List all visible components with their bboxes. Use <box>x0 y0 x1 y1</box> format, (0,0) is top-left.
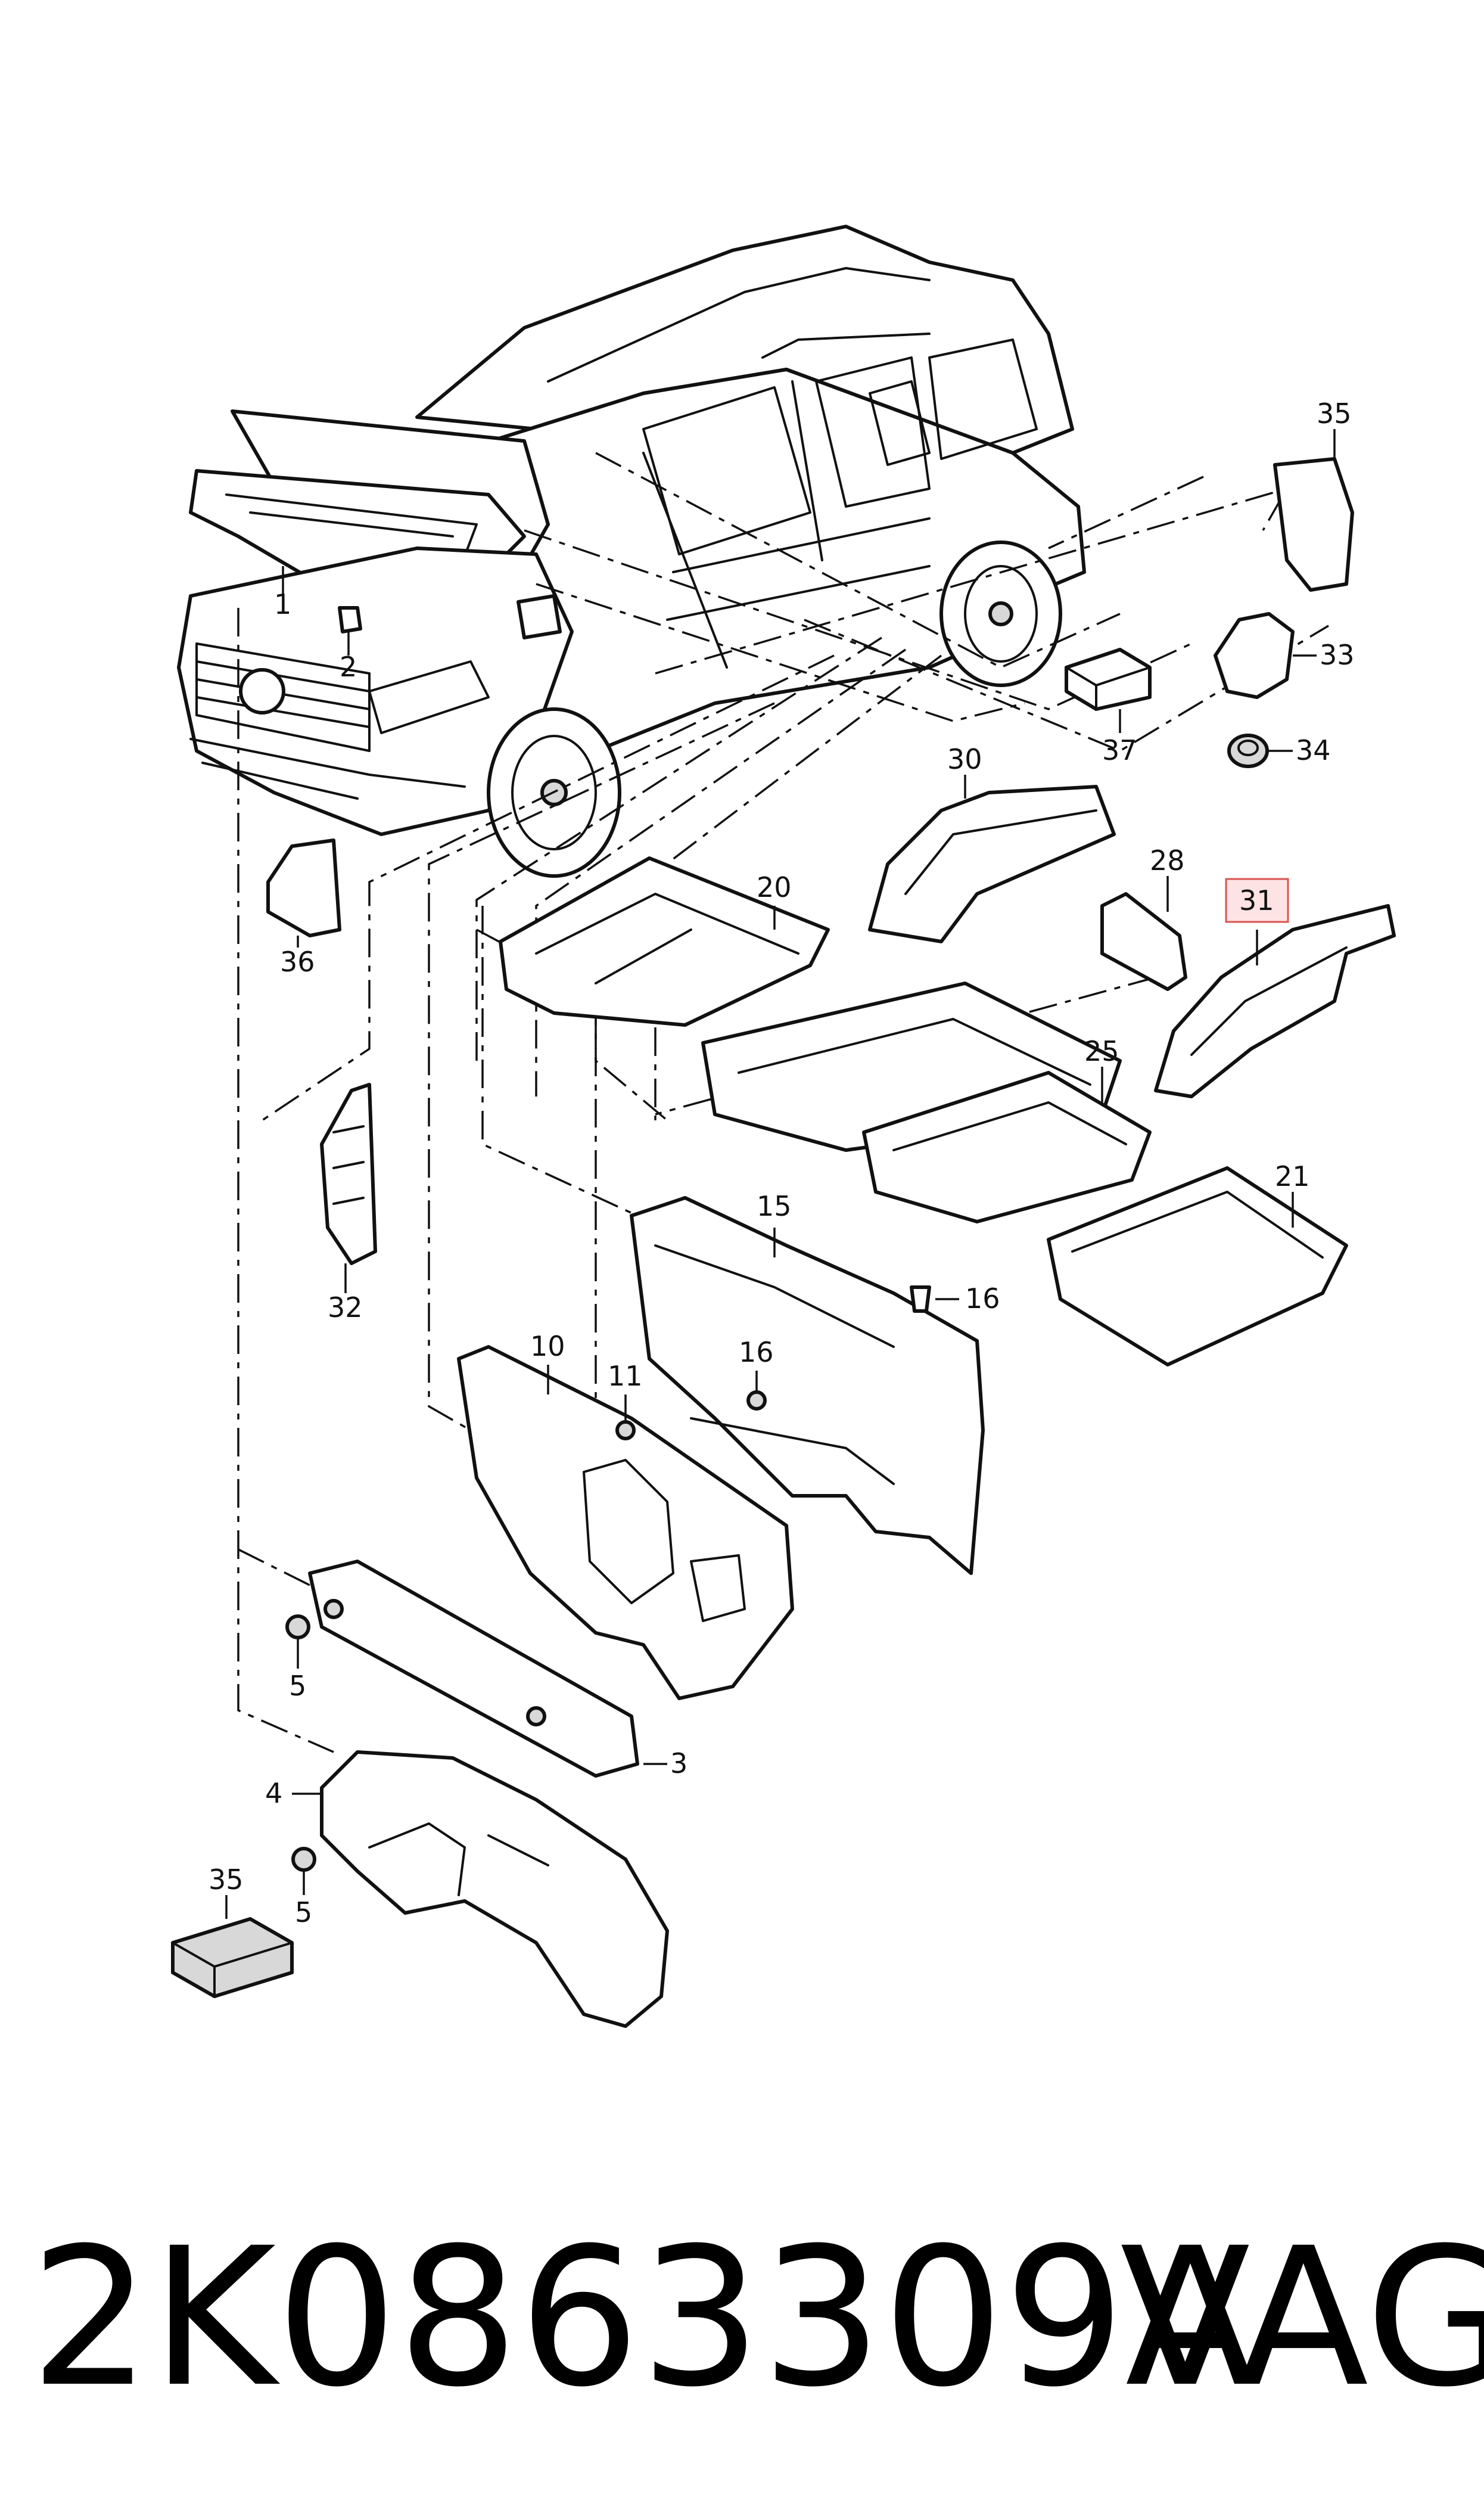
callout-4: 4 <box>265 1777 282 1809</box>
part-30-shape <box>868 785 1116 943</box>
callout-25: 25 <box>1084 1035 1119 1067</box>
callout-28: 28 <box>1150 844 1185 877</box>
callout-34: 34 <box>1296 734 1331 766</box>
callout-11: 11 <box>608 1360 643 1392</box>
part-36-shape <box>266 838 341 937</box>
callout-5b: 5 <box>295 1896 312 1928</box>
callout-5a: 5 <box>289 1670 306 1702</box>
part-11-shape <box>615 1420 636 1440</box>
part-5a-shape <box>285 1614 310 1639</box>
callout-37: 37 <box>1102 734 1137 766</box>
part-number-label: 2K0863309A <box>30 2207 1256 2429</box>
part-31-shape <box>1154 904 1396 1098</box>
part-16a-shape <box>746 1390 767 1411</box>
part-16b-shape <box>910 1285 931 1313</box>
callout-20: 20 <box>757 871 792 903</box>
callout-30: 30 <box>947 743 982 775</box>
part-20-shape <box>499 856 830 1027</box>
part-37-shape <box>1065 648 1152 711</box>
part-35a-shape <box>1273 457 1354 592</box>
callout-10: 10 <box>530 1330 565 1362</box>
part-10-shape <box>457 1345 794 1700</box>
parts <box>171 457 1396 2028</box>
callout-2: 2 <box>340 651 357 683</box>
callout-35a: 35 <box>1317 397 1352 430</box>
part-5b-shape <box>291 1847 316 1872</box>
callout-31: 31 <box>1239 884 1274 917</box>
callout-35b: 35 <box>209 1863 244 1896</box>
part-28-shape <box>1100 892 1187 991</box>
callout-33: 33 <box>1320 639 1355 671</box>
callout-labels: 1 2 3 4 5 5 10 11 15 16 16 20 21 25 28 3… <box>209 397 1355 1928</box>
callout-15: 15 <box>757 1190 792 1222</box>
part-21-shape <box>1047 1166 1348 1366</box>
callout-leaders <box>225 429 1336 1919</box>
part-15-shape <box>630 1196 985 1575</box>
callout-21: 21 <box>1275 1160 1310 1192</box>
callout-1: 1 <box>274 588 291 620</box>
part-33-shape <box>1214 612 1295 699</box>
callout-36: 36 <box>280 946 315 978</box>
part-3-shape <box>308 1560 639 1778</box>
brand-label: VAG <box>1120 2207 1484 2429</box>
part-2-shape <box>338 606 362 633</box>
part-32-shape <box>320 1083 377 1265</box>
part-4-shape <box>320 1750 669 2028</box>
callout-31-highlight <box>1225 878 1289 923</box>
vehicle-outline <box>177 225 1086 878</box>
callout-32: 32 <box>328 1291 363 1324</box>
callout-3: 3 <box>670 1747 687 1779</box>
part-35b-shape <box>171 1917 294 1998</box>
callout-16a: 16 <box>965 1282 1000 1315</box>
callout-16b: 16 <box>739 1336 774 1368</box>
